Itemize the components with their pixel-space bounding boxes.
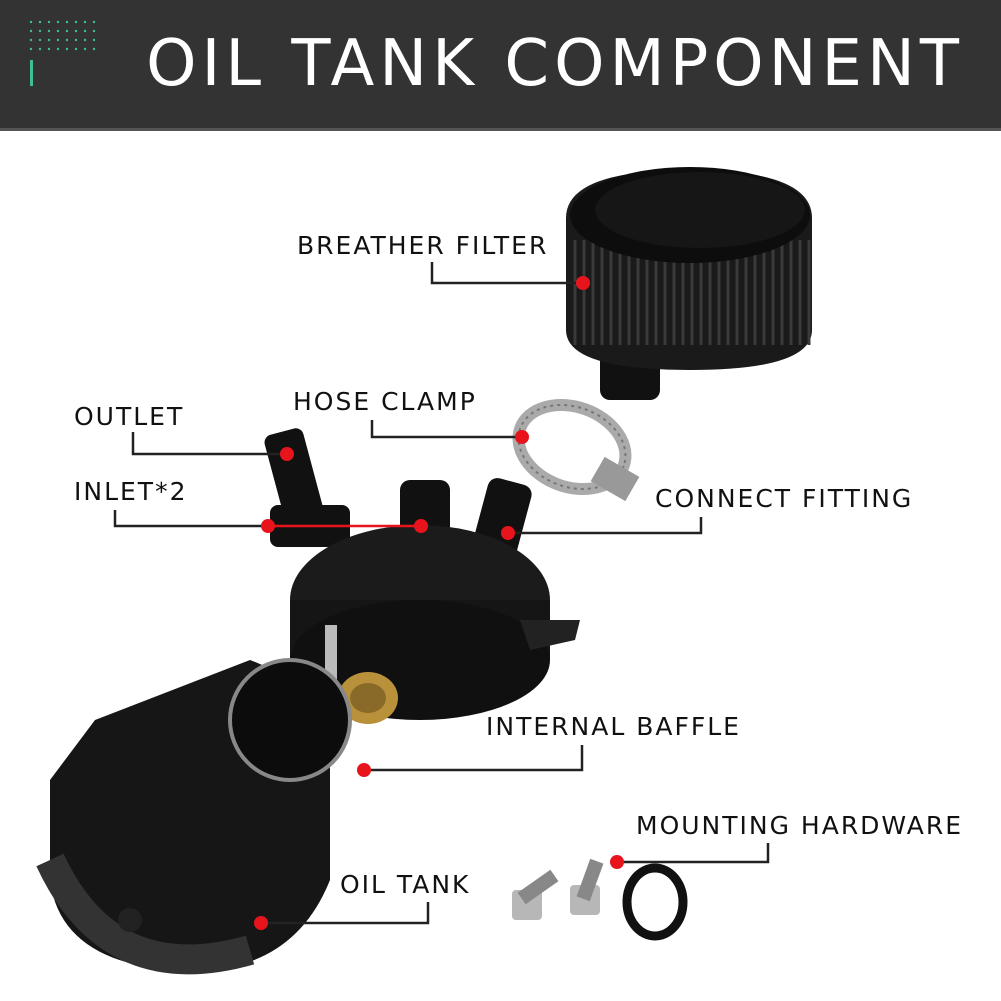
oil-tank-image	[36, 658, 352, 975]
label-mounting-hardware: MOUNTING HARDWARE	[636, 811, 964, 840]
label-breather-filter: BREATHER FILTER	[297, 231, 549, 260]
mounting-hardware-image	[512, 858, 688, 941]
callout-dots	[254, 276, 624, 930]
dot-grid-decoration-icon	[29, 20, 96, 86]
leader-lines	[113, 262, 770, 925]
label-outlet: OUTLET	[74, 402, 185, 431]
label-oil-tank: OIL TANK	[340, 870, 471, 899]
label-connect-fitting: CONNECT FITTING	[655, 484, 914, 513]
header-banner: OIL TANK COMPONENT	[0, 0, 1001, 131]
tank-head-image	[264, 428, 580, 724]
hose-clamp-image	[512, 398, 640, 502]
label-hose-clamp: HOSE CLAMP	[293, 387, 477, 416]
label-internal-baffle: INTERNAL BAFFLE	[486, 712, 741, 741]
breather-filter-image	[566, 167, 812, 400]
label-inlet: INLET*2	[74, 477, 188, 506]
page-title: OIL TANK COMPONENT	[146, 27, 964, 101]
